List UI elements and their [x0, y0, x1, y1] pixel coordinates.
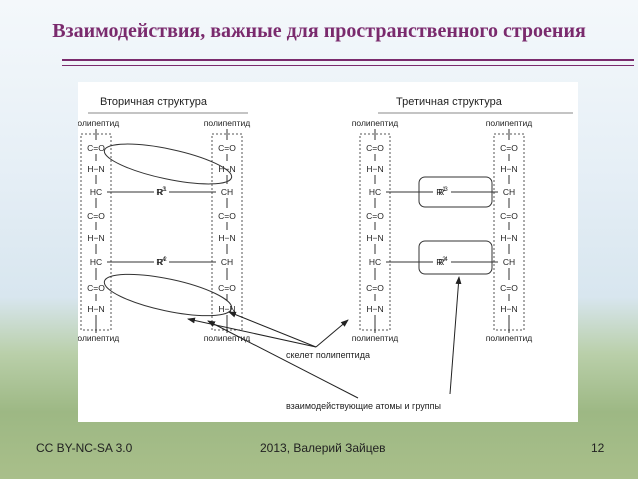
chain-4-r-group-4: R4	[438, 257, 448, 267]
chain-1-r-group-1: R1	[157, 187, 167, 197]
chain-4-r-group-3: R3	[438, 187, 448, 197]
chain-3-atom-1: C=O	[366, 143, 384, 153]
footer-page-number: 12	[591, 441, 605, 455]
chain-1-atom-3: HC	[90, 187, 102, 197]
chain-3-atom-4: C=O	[366, 211, 384, 221]
chain-3-atom-5: H−N	[366, 233, 383, 243]
chain-label-top-4: полипептид	[486, 118, 532, 128]
chain-2-atom-4: C=O	[218, 211, 236, 221]
chain-1-atom-8: H−N	[87, 304, 104, 314]
interaction-arrow-1	[207, 320, 359, 399]
chain-4-atom-1: C=O	[500, 143, 518, 153]
chain-3-atom-3: HC	[369, 187, 381, 197]
backbone-arrow-2	[228, 311, 317, 348]
backbone-label: скелет полипептида	[286, 350, 370, 360]
chain-4-atom-6: CH	[503, 257, 515, 267]
chain-label-top-2: полипептид	[204, 118, 250, 128]
chain-2-atom-7: C=O	[218, 283, 236, 293]
chain-4-atom-2: H−N	[500, 164, 517, 174]
secondary-structure-heading: Вторичная структура	[100, 96, 208, 108]
chain-label-bottom-2: полипептид	[204, 333, 250, 343]
chain-2-atom-3: CH	[221, 187, 233, 197]
chain-1-atom-4: C=O	[87, 211, 105, 221]
chain-4-atom-3: CH	[503, 187, 515, 197]
chain-1-atom-7: C=O	[87, 283, 105, 293]
chain-1-atom-2: H−N	[87, 164, 104, 174]
chain-2-atom-6: CH	[221, 257, 233, 267]
title-divider-top	[62, 59, 634, 61]
interaction-arrow-2	[449, 276, 462, 395]
polypeptide-chains: полипептидполипептидC=OH−NHCC=OH−NHCC=OH…	[73, 118, 532, 343]
protein-structure-diagram: Вторичная структура Третичная структура …	[73, 96, 573, 411]
footer-license: CC BY-NC-SA 3.0	[36, 441, 133, 455]
chain-4-atom-7: C=O	[500, 283, 518, 293]
backbone-arrow-3	[315, 319, 349, 348]
chain-2-atom-2: H−N	[218, 164, 235, 174]
slide-title: Взаимодействия, важные для пространствен…	[52, 20, 586, 42]
chain-1-atom-6: HC	[90, 257, 102, 267]
interacting-groups-label: взаимодействующие атомы и группы	[286, 401, 441, 411]
chain-2-r-group-4: R4	[156, 257, 166, 267]
chain-3-atom-6: HC	[369, 257, 381, 267]
chain-label-top-3: полипептид	[352, 118, 398, 128]
chain-2-atom-1: C=O	[218, 143, 236, 153]
rgroup-box-top	[418, 176, 493, 208]
title-divider-bottom	[62, 65, 634, 66]
chain-label-bottom-1: полипептид	[78, 333, 119, 343]
chain-2-atom-5: H−N	[218, 233, 235, 243]
chain-1-r-group-2: R2	[157, 257, 167, 267]
chain-label-bottom-4: полипептид	[486, 333, 532, 343]
hbond-ellipse-top	[103, 143, 233, 185]
hbond-ellipse-bottom	[103, 273, 233, 317]
chain-2-atom-8: H−N	[218, 304, 235, 314]
chain-3-r-group-2: R2	[436, 257, 446, 267]
footer-author: 2013, Валерий Зайцев	[260, 441, 386, 455]
chain-label-top-1: полипептид	[78, 118, 119, 128]
chain-3-atom-2: H−N	[366, 164, 383, 174]
chain-4-atom-8: H−N	[500, 304, 517, 314]
diagram-panel: Вторичная структура Третичная структура …	[73, 82, 578, 422]
chain-label-bottom-3: полипептид	[352, 333, 398, 343]
chain-3-atom-7: C=O	[366, 283, 384, 293]
tertiary-structure-heading: Третичная структура	[396, 96, 503, 108]
chain-1-atom-1: C=O	[87, 143, 105, 153]
chain-2-r-group-3: R3	[156, 187, 166, 197]
chain-3-r-group-1: R1	[436, 187, 446, 197]
chain-3-atom-8: H−N	[366, 304, 383, 314]
chain-1-atom-5: H−N	[87, 233, 104, 243]
rgroup-box-bottom	[418, 240, 493, 275]
chain-4-atom-5: H−N	[500, 233, 517, 243]
chain-4-atom-4: C=O	[500, 211, 518, 221]
